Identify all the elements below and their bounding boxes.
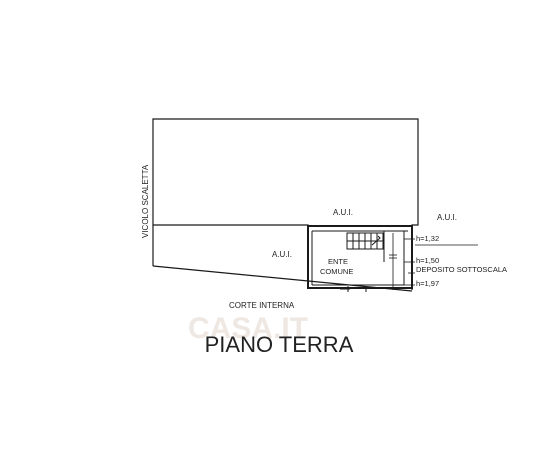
street-label: VICOLO SCALETTA: [141, 164, 150, 238]
aui-label-left: A.U.I.: [272, 250, 292, 259]
watermark-logo: CASA.IT: [188, 312, 308, 345]
height-label-3: h=1,97: [416, 279, 439, 288]
section-line: [389, 233, 397, 290]
staircase-symbol: [346, 232, 384, 250]
aui-label-right: A.U.I.: [437, 213, 457, 222]
courtyard-label: CORTE INTERNA: [229, 301, 295, 310]
building-outline: [152, 118, 419, 292]
storage-label: DEPOSITO SOTTOSCALA: [416, 265, 507, 274]
room-label-line2: COMUNE: [320, 267, 353, 276]
height-leaders: [404, 238, 478, 286]
entrance-door: [340, 286, 367, 292]
ente-comune-room: [307, 225, 413, 289]
aui-label-top: A.U.I.: [333, 208, 353, 217]
height-label-1: h=1,32: [416, 234, 439, 243]
room-label-line1: ENTE: [328, 257, 348, 266]
height-label-2: h=1,50: [416, 256, 439, 265]
floor-title: PIANO TERRA: [205, 332, 354, 357]
